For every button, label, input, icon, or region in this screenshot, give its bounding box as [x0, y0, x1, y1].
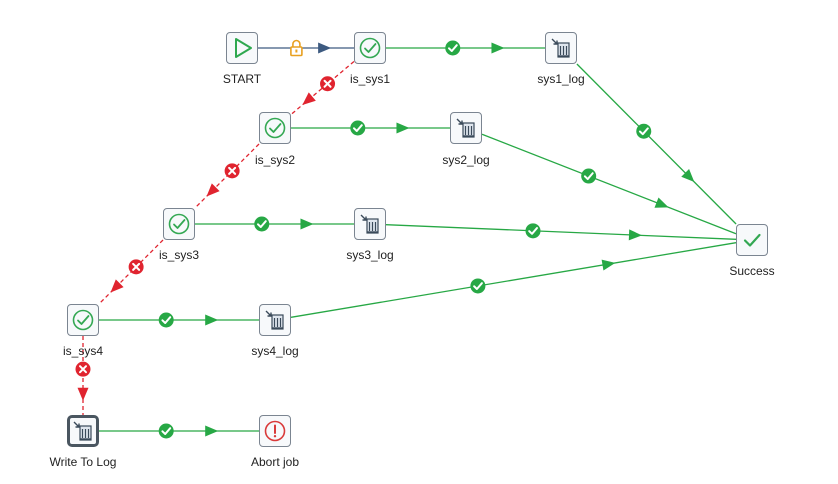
failure-cross-icon — [224, 163, 240, 179]
label-is-sys3: is_sys3 — [158, 248, 199, 262]
label-sys3-log: sys3_log — [346, 248, 394, 262]
failure-cross-icon — [320, 76, 336, 92]
hop-line — [385, 224, 737, 240]
node-sys1-log[interactable] — [545, 32, 577, 64]
success-check-icon — [581, 168, 597, 184]
hop-sys3-log-to-success — [385, 223, 737, 241]
label-sys1-log: sys1_log — [537, 72, 585, 86]
hop-arrow — [206, 183, 220, 197]
hop-is-sys2-to-is-sys3 — [194, 143, 260, 209]
hop-arrow — [318, 42, 332, 54]
hop-line — [290, 242, 737, 318]
node-sys2-log[interactable] — [450, 112, 482, 144]
hop-arrow — [681, 168, 695, 183]
success-check-icon — [445, 40, 461, 56]
success-check-icon — [470, 278, 486, 294]
hop-arrow — [205, 425, 219, 437]
hop-sys2-log-to-success — [481, 133, 737, 235]
hop-arrow — [300, 218, 314, 230]
hop-is-sys1-to-is-sys2 — [290, 60, 355, 116]
node-is-sys2[interactable] — [259, 112, 291, 144]
label-start: START — [222, 72, 262, 86]
success-check-icon — [636, 123, 652, 139]
hop-start-to-is-sys1 — [258, 39, 354, 57]
hop-line — [481, 133, 737, 235]
check-circle-icon — [71, 308, 95, 332]
hop-line — [576, 63, 737, 225]
hop-is-sys3-to-sys3-log — [195, 216, 354, 232]
label-success: Success — [729, 264, 775, 278]
check-circle-icon — [358, 36, 382, 60]
hop-arrow — [601, 259, 616, 271]
success-check-icon — [158, 312, 174, 328]
label-sys4-log: sys4_log — [251, 344, 299, 358]
hop-is-sys1-to-sys1-log — [386, 40, 545, 56]
node-start[interactable] — [226, 32, 258, 64]
success-check-icon — [158, 423, 174, 439]
label-sys2-log: sys2_log — [442, 153, 490, 167]
write-log-icon — [549, 36, 573, 60]
check-circle-icon — [167, 212, 191, 236]
success-check-icon — [254, 216, 270, 232]
hop-sys4-log-to-success — [290, 242, 737, 318]
hop-arrow — [110, 279, 124, 293]
success-check-icon — [350, 120, 366, 136]
hop-write-to-log-to-abort-job — [99, 423, 259, 439]
hop-sys1-log-to-success — [576, 63, 737, 225]
failure-cross-icon — [75, 361, 91, 377]
node-sys4-log[interactable] — [259, 304, 291, 336]
hop-is-sys4-to-sys4-log — [99, 312, 259, 328]
write-log-icon — [71, 419, 95, 443]
failure-cross-icon — [128, 259, 144, 275]
label-is-sys1: is_sys1 — [349, 72, 390, 86]
hop-arrow — [654, 197, 669, 208]
write-log-icon — [358, 212, 382, 236]
checkmark-icon — [740, 228, 764, 252]
node-is-sys1[interactable] — [354, 32, 386, 64]
hop-arrow — [396, 122, 410, 134]
hop-is-sys4-to-write-to-log — [75, 336, 91, 415]
success-check-icon — [525, 223, 541, 239]
hop-arrow — [302, 92, 316, 105]
hop-arrow — [628, 229, 642, 241]
label-is-sys2: is_sys2 — [254, 153, 295, 167]
node-sys3-log[interactable] — [354, 208, 386, 240]
node-is-sys4[interactable] — [67, 304, 99, 336]
label-abort-job: Abort job — [250, 455, 300, 469]
abort-icon — [263, 419, 287, 443]
label-write-to-log: Write To Log — [49, 455, 117, 469]
hop-arrow — [491, 42, 505, 54]
hop-is-sys2-to-sys2-log — [291, 120, 450, 136]
node-abort-job[interactable] — [259, 415, 291, 447]
node-success[interactable] — [736, 224, 768, 256]
hop-arrow — [205, 314, 219, 326]
lock-icon — [290, 39, 303, 57]
label-is-sys4: is_sys4 — [62, 344, 103, 358]
play-icon — [230, 36, 254, 60]
hop-is-sys3-to-is-sys4 — [98, 239, 164, 305]
node-is-sys3[interactable] — [163, 208, 195, 240]
write-log-icon — [263, 308, 287, 332]
check-circle-icon — [263, 116, 287, 140]
hop-arrow — [77, 387, 89, 401]
write-log-icon — [454, 116, 478, 140]
node-write-to-log[interactable] — [67, 415, 99, 447]
